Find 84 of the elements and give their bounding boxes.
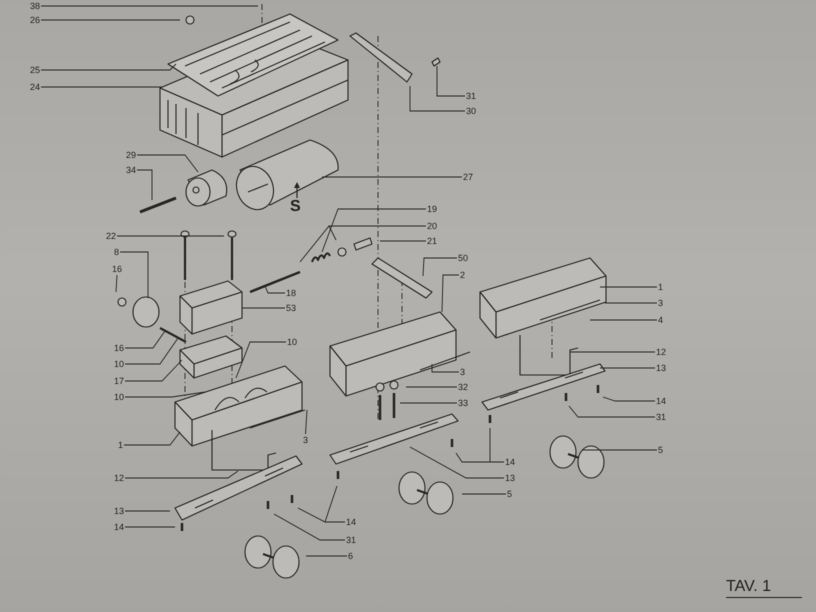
leader-line: [264, 286, 286, 294]
callout-number: 31: [346, 534, 356, 546]
callout-number: 1: [118, 439, 124, 451]
leader-line: [274, 514, 346, 540]
callout-number: 33: [458, 397, 468, 409]
callout-number: 14: [114, 521, 124, 533]
callout-number: 16: [114, 342, 124, 354]
callout-number: 30: [466, 105, 476, 117]
callout-number: 19: [427, 203, 438, 215]
plate-number: TAV. 1: [726, 578, 802, 598]
leader-line: [436, 70, 466, 96]
leader-line: [116, 274, 118, 292]
callout-number: 29: [126, 149, 136, 161]
callout-number: 14: [346, 516, 356, 528]
callout-number: 4: [658, 314, 664, 326]
leader-line: [410, 86, 466, 112]
leader-line: [442, 274, 460, 312]
callout-number: 6: [348, 550, 354, 562]
leader-line: [124, 338, 178, 364]
callout-number: 25: [30, 64, 40, 76]
callout-number: 18: [286, 287, 296, 299]
callout-number: 53: [286, 302, 296, 314]
leader-line: [322, 208, 426, 252]
callout-number: 1: [658, 281, 664, 293]
leader-line: [120, 252, 148, 298]
callout-number: 3: [303, 434, 308, 446]
leader-line: [600, 286, 658, 288]
leader-line: [124, 470, 238, 478]
leader-line: [604, 302, 658, 304]
leader-line: [602, 396, 656, 402]
leader-line: [422, 258, 458, 276]
leader-line: [136, 154, 198, 172]
leader-line: [380, 240, 426, 242]
callout-number: 32: [458, 381, 468, 393]
leader-line: [456, 452, 504, 462]
callout-number: 50: [458, 252, 468, 264]
callout-number: 31: [656, 411, 666, 423]
leader-line: [124, 432, 180, 446]
callout-number: 12: [114, 472, 124, 484]
callout-number: 31: [466, 90, 476, 102]
callout-number: 14: [656, 395, 666, 407]
callout-number: 10: [114, 391, 124, 403]
leader-line: [236, 342, 286, 378]
callout-number: 24: [30, 81, 40, 93]
callout-number: 26: [30, 14, 40, 26]
leader-line: [124, 526, 176, 528]
leader-line: [124, 330, 166, 348]
callout-number: 20: [427, 220, 438, 232]
callout-number: 13: [114, 505, 124, 517]
callout-number: 2: [460, 269, 466, 281]
callout-number: 5: [507, 488, 512, 500]
leader-line: [40, 64, 176, 70]
leader-line: [322, 176, 462, 178]
callout-number: 34: [126, 164, 136, 176]
callout-number: 8: [114, 246, 120, 258]
callout-number: 12: [656, 346, 666, 358]
leader-line: [136, 170, 152, 200]
callout-number: 10: [114, 358, 124, 370]
callout-number: 3: [658, 297, 664, 309]
callout-number: 14: [505, 456, 516, 468]
callout-number: 38: [30, 0, 40, 12]
leader-line: [124, 360, 182, 382]
callout-number: 13: [505, 472, 516, 484]
leader-line: [328, 226, 426, 240]
callout-number: 13: [656, 362, 666, 374]
callout-number: 21: [427, 235, 438, 247]
leader-line: [568, 406, 656, 418]
callout-number: 5: [658, 444, 664, 456]
callout-number: 27: [463, 171, 474, 183]
callout-number: 17: [114, 375, 124, 387]
leader-line: [124, 510, 170, 512]
view-label: S: [290, 198, 301, 216]
leader-line: [324, 486, 346, 522]
leader-line: [400, 402, 458, 404]
callout-number: 3: [460, 366, 466, 378]
leader-line: [124, 392, 206, 398]
leader-line: [406, 386, 458, 388]
leader-line: [410, 446, 504, 478]
leader-line: [432, 364, 460, 372]
leader-line: [305, 410, 308, 434]
leader-line: [40, 86, 162, 88]
callout-number: 16: [112, 263, 122, 275]
callout-number: 10: [287, 336, 298, 348]
callout-number: 22: [106, 230, 116, 242]
